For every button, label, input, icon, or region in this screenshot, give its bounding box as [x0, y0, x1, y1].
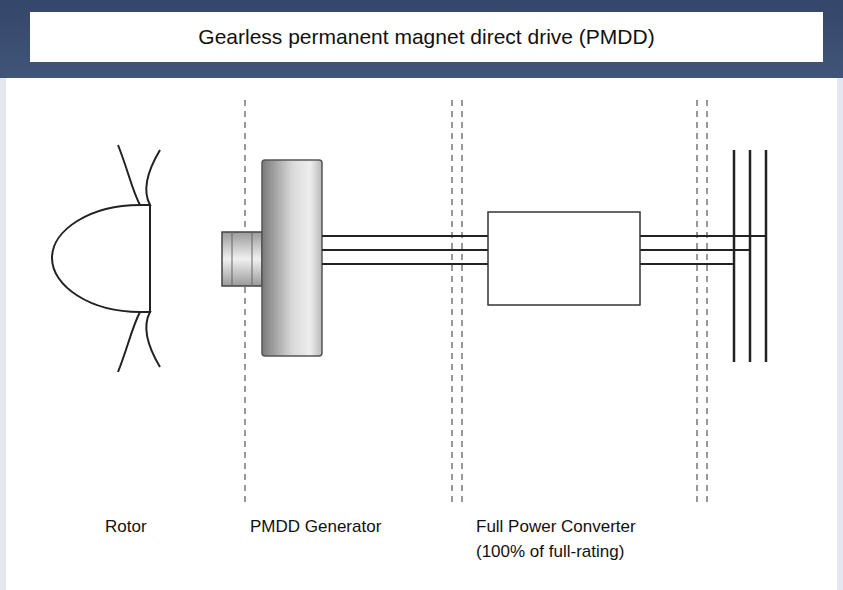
part-label: Full Power Converter: [476, 516, 636, 538]
frame-edge: [0, 78, 6, 590]
part-label: PMDD Generator: [250, 516, 381, 538]
rotor-symbol: [52, 145, 160, 372]
part-label: Rotor: [105, 516, 147, 538]
shaft: [222, 232, 262, 286]
converter-box: [488, 212, 640, 305]
frame-edge: [837, 78, 843, 590]
title-box: [30, 12, 823, 62]
section-dividers: [245, 100, 707, 505]
header-band: [0, 0, 843, 78]
part-label: (100% of full-rating): [476, 541, 624, 563]
grid-bus: [734, 150, 766, 362]
diagram-title: Gearless permanent magnet direct drive (…: [30, 12, 823, 62]
generator-symbol: [262, 160, 322, 356]
